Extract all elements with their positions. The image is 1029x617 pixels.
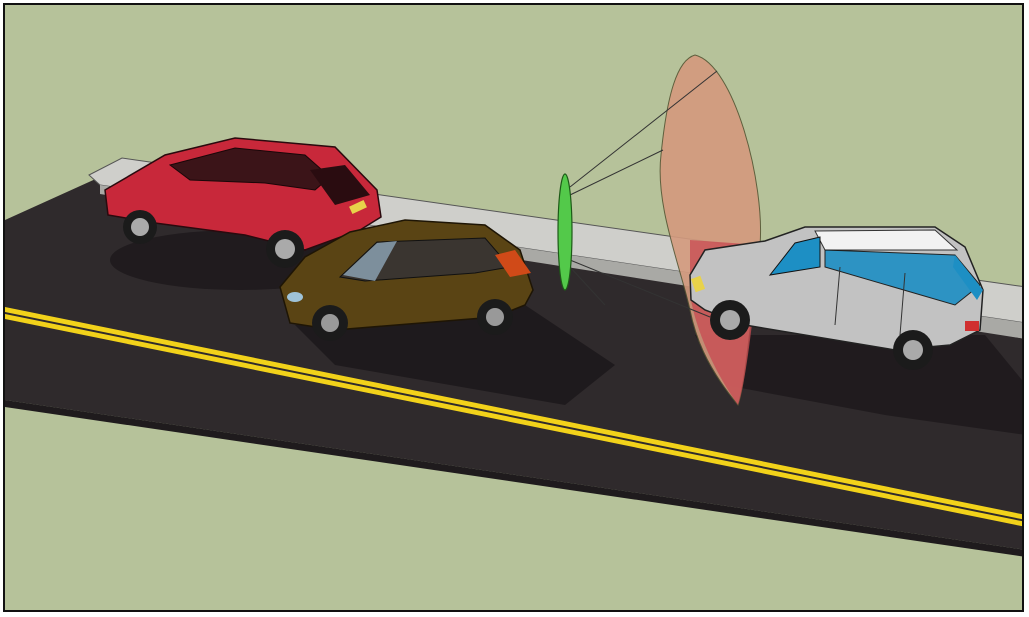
scene-canvas[interactable]: [5, 5, 1024, 612]
viewport-frame: [3, 3, 1024, 612]
green-view-ellipse: [558, 174, 572, 290]
